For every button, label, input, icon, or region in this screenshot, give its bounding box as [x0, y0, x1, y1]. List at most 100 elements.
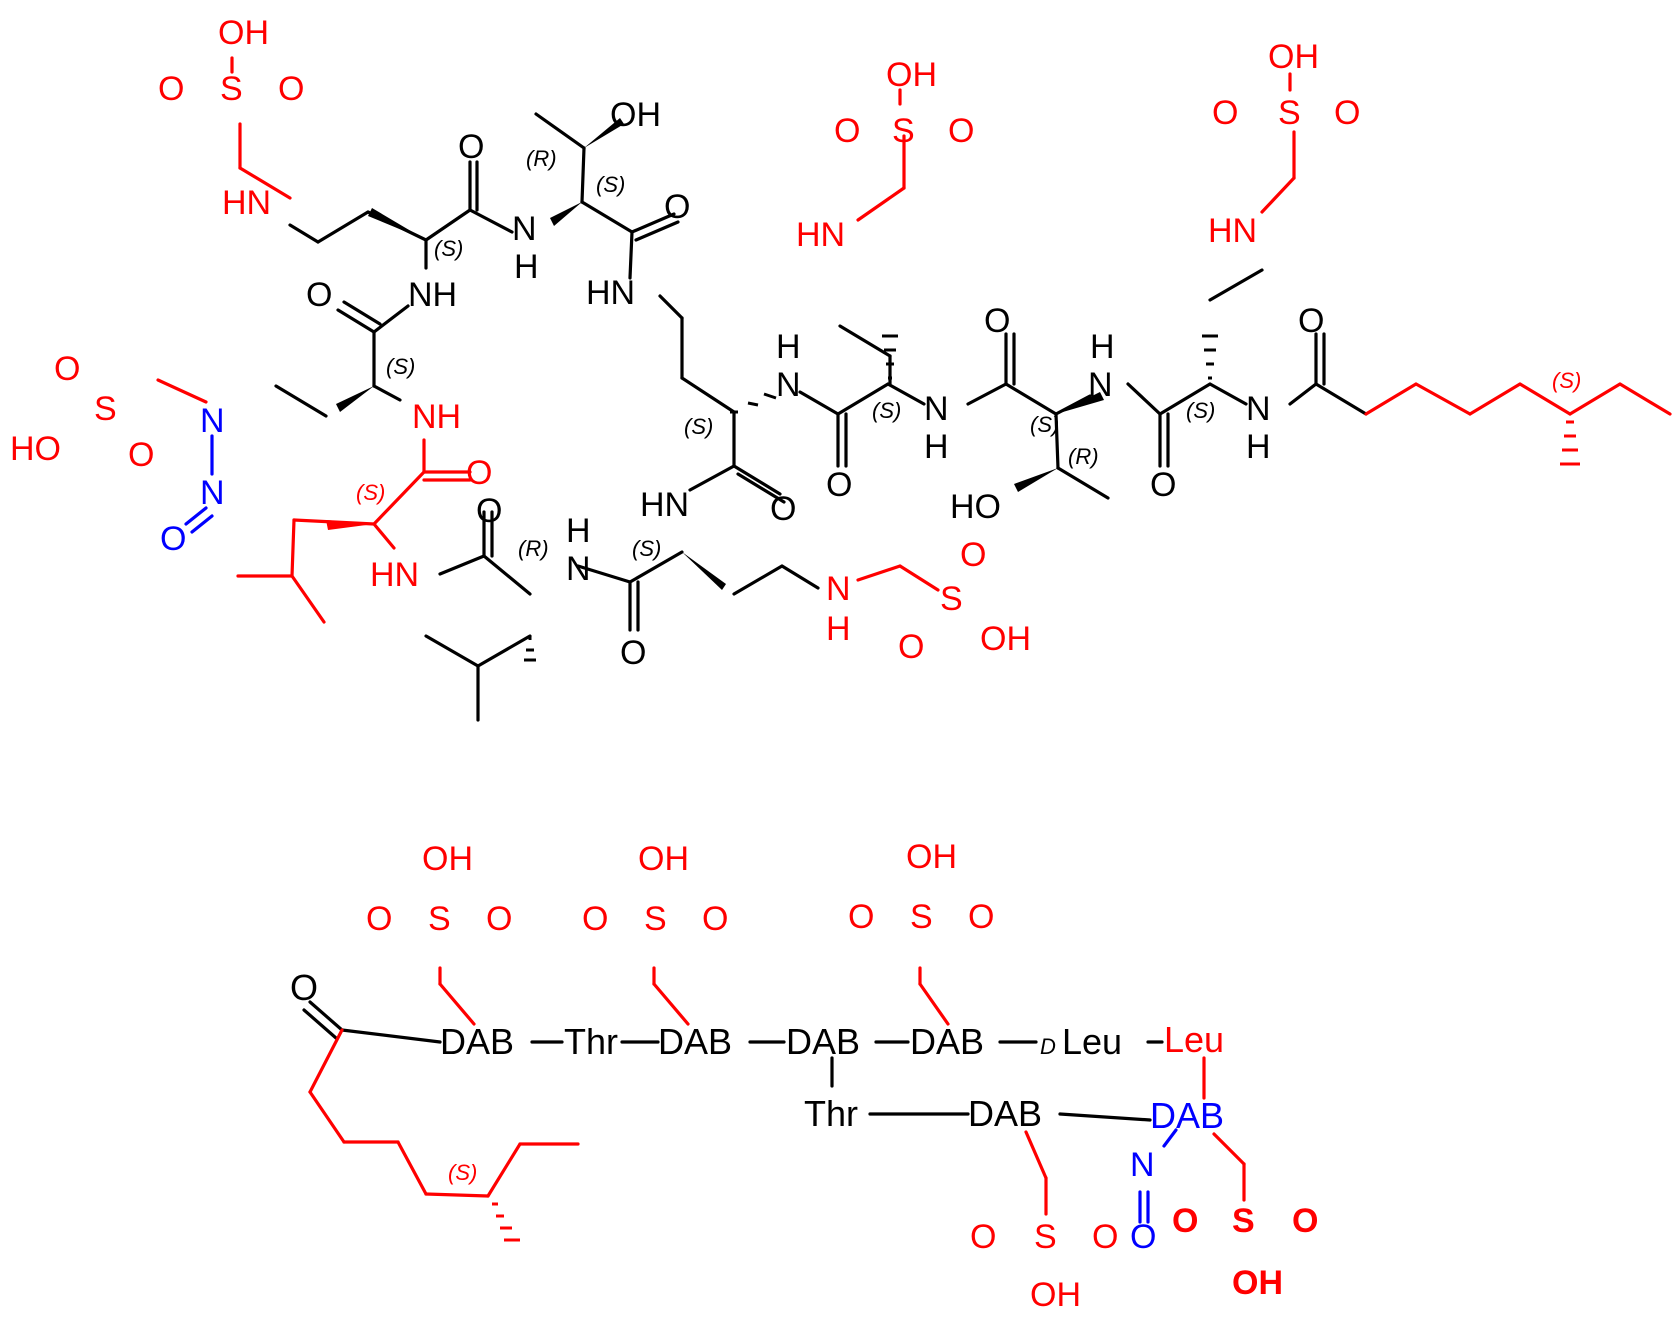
hash-bond-ring-right — [730, 392, 777, 414]
sulfo-5-o-left: O — [898, 628, 924, 666]
sulfo-3-o-right: O — [948, 112, 974, 150]
svg-text:O: O — [970, 1218, 996, 1256]
svg-text:O: O — [486, 900, 512, 938]
residue-d-prefix: D — [1040, 1034, 1056, 1059]
atom-o-2: O — [664, 188, 690, 226]
sulfo-4-o-left: O — [1212, 94, 1238, 132]
hash-bond-leu — [524, 636, 536, 662]
sulfo-4-oh: OH — [1268, 38, 1319, 76]
atom-o-4: O — [984, 302, 1010, 340]
atom-h-dab-mid: H — [924, 428, 949, 466]
svg-text:S: S — [644, 900, 667, 938]
svg-text:O: O — [582, 900, 608, 938]
sulfo-2-ho: HO — [10, 430, 61, 468]
backbone-atom-labels: OH O O N H HN O NH H N O H N O N H N H O… — [306, 96, 1324, 672]
sulfo-3-s: S — [892, 112, 915, 150]
atom-hn-ring: HN — [586, 274, 635, 312]
sulfo-1-s: S — [220, 70, 243, 108]
atom-h-ring-right: H — [776, 328, 801, 366]
svg-text:S: S — [910, 898, 933, 936]
nitroso-n-1: N — [200, 402, 225, 440]
atom-n-ring-bottom: N — [566, 550, 591, 588]
svg-text:O: O — [702, 900, 728, 938]
backbone-bonds — [274, 112, 1368, 722]
svg-text:(S): (S) — [632, 536, 661, 561]
stereo-descriptors: (R) (S) (S) (S) (S) (S) (S) (R) (S) (R) … — [356, 146, 1581, 561]
atom-nh-ring-left: NH — [408, 276, 457, 314]
sulfo-3-o-left: O — [834, 112, 860, 150]
svg-text:O: O — [968, 898, 994, 936]
residue-dab-4: DAB — [786, 1021, 860, 1062]
sulfo-5-s: S — [940, 580, 963, 618]
svg-text:O: O — [848, 898, 874, 936]
sulfo-2-o-top: O — [54, 350, 80, 388]
stereo-bonds — [326, 118, 1580, 662]
svg-text:S: S — [1034, 1218, 1057, 1256]
atom-oh-thr-top: OH — [610, 96, 661, 134]
nitroso-bonds — [184, 434, 214, 534]
nitroso-o: O — [160, 520, 186, 558]
nitroso-n-2: N — [200, 474, 225, 512]
atom-hn-ring-bottom: HN — [640, 486, 689, 524]
sulfo-2-s: S — [94, 390, 117, 428]
hash-bond-lipid-methyl — [1560, 420, 1580, 466]
atom-o-9: O — [476, 492, 502, 530]
sulfo-4-hn: HN — [1208, 212, 1257, 250]
svg-text:(S): (S) — [1030, 412, 1059, 437]
svg-text:O: O — [366, 900, 392, 938]
sulfo-2-o-right: O — [128, 436, 154, 474]
atom-h-dab-right: H — [1246, 428, 1271, 466]
svg-text:(S): (S) — [448, 1160, 477, 1185]
residue-leu-7: Leu — [1164, 1019, 1224, 1060]
atom-h-thr-right: H — [1090, 328, 1115, 366]
svg-text:(S): (S) — [386, 354, 415, 379]
sequence-nitroso-labels: N O — [1130, 1146, 1156, 1256]
sequence-hash-methyl — [492, 1202, 520, 1242]
atom-h-ring-bottom: H — [566, 512, 591, 550]
svg-text:O: O — [1092, 1218, 1118, 1256]
sulfo-1-o-right: O — [278, 70, 304, 108]
acyl-carbonyl-o: O — [290, 967, 318, 1008]
residue-dab-1: DAB — [440, 1021, 514, 1062]
atom-o-6: O — [826, 466, 852, 504]
sulfo-5-n: N — [826, 570, 851, 608]
residue-dab-5: DAB — [910, 1021, 984, 1062]
svg-text:(R): (R) — [526, 146, 557, 171]
svg-text:(S): (S) — [356, 480, 385, 505]
svg-text:N: N — [1130, 1146, 1155, 1184]
svg-text:(S): (S) — [1186, 398, 1215, 423]
nitroso-atom-labels: N N O — [160, 402, 225, 558]
chemical-structure: OH O O N H HN O NH H N O H N O N H N H O… — [10, 14, 1672, 722]
atom-nh-dab-mid: N — [924, 390, 949, 428]
svg-text:OH: OH — [638, 840, 689, 878]
svg-text:O: O — [1172, 1202, 1198, 1240]
svg-text:OH: OH — [1030, 1276, 1081, 1314]
sequence-schematic: O DAB Thr DAB DAB DAB D Leu Leu Thr DAB … — [290, 838, 1318, 1314]
svg-text:O: O — [1130, 1218, 1156, 1256]
svg-text:(R): (R) — [518, 536, 549, 561]
svg-text:(S): (S) — [684, 414, 713, 439]
sequence-residues: O DAB Thr DAB DAB DAB D Leu Leu Thr DAB … — [290, 967, 1224, 1136]
svg-text:(S): (S) — [872, 398, 901, 423]
atom-o-5: O — [1298, 302, 1324, 340]
sulfo-1-oh: OH — [218, 14, 269, 52]
svg-text:OH: OH — [906, 838, 957, 876]
svg-text:S: S — [1232, 1202, 1255, 1240]
atom-ho-thr-right: HO — [950, 488, 1001, 526]
residue-thr-2: Thr — [564, 1021, 618, 1062]
sulfo-5-o-top: O — [960, 536, 986, 574]
sequence-nitroso-bonds — [1138, 1128, 1178, 1224]
residue-thr-10: Thr — [804, 1093, 858, 1134]
residue-dleu-6: Leu — [1062, 1021, 1122, 1062]
svg-text:OH: OH — [422, 840, 473, 878]
residue-dab-9: DAB — [968, 1093, 1042, 1134]
sulfo-4-o-right: O — [1334, 94, 1360, 132]
sequence-modification-bonds — [308, 966, 1246, 1216]
atom-n-ring-right: N — [776, 366, 801, 404]
atom-o-8: O — [770, 490, 796, 528]
sulfomethyl-atom-labels: OH O S O HN O S O HO OH O S O HN OH O S … — [10, 14, 1360, 666]
atom-nh-top: N — [512, 210, 537, 248]
residue-dab-8: DAB — [1150, 1095, 1224, 1136]
svg-text:(S): (S) — [596, 172, 625, 197]
